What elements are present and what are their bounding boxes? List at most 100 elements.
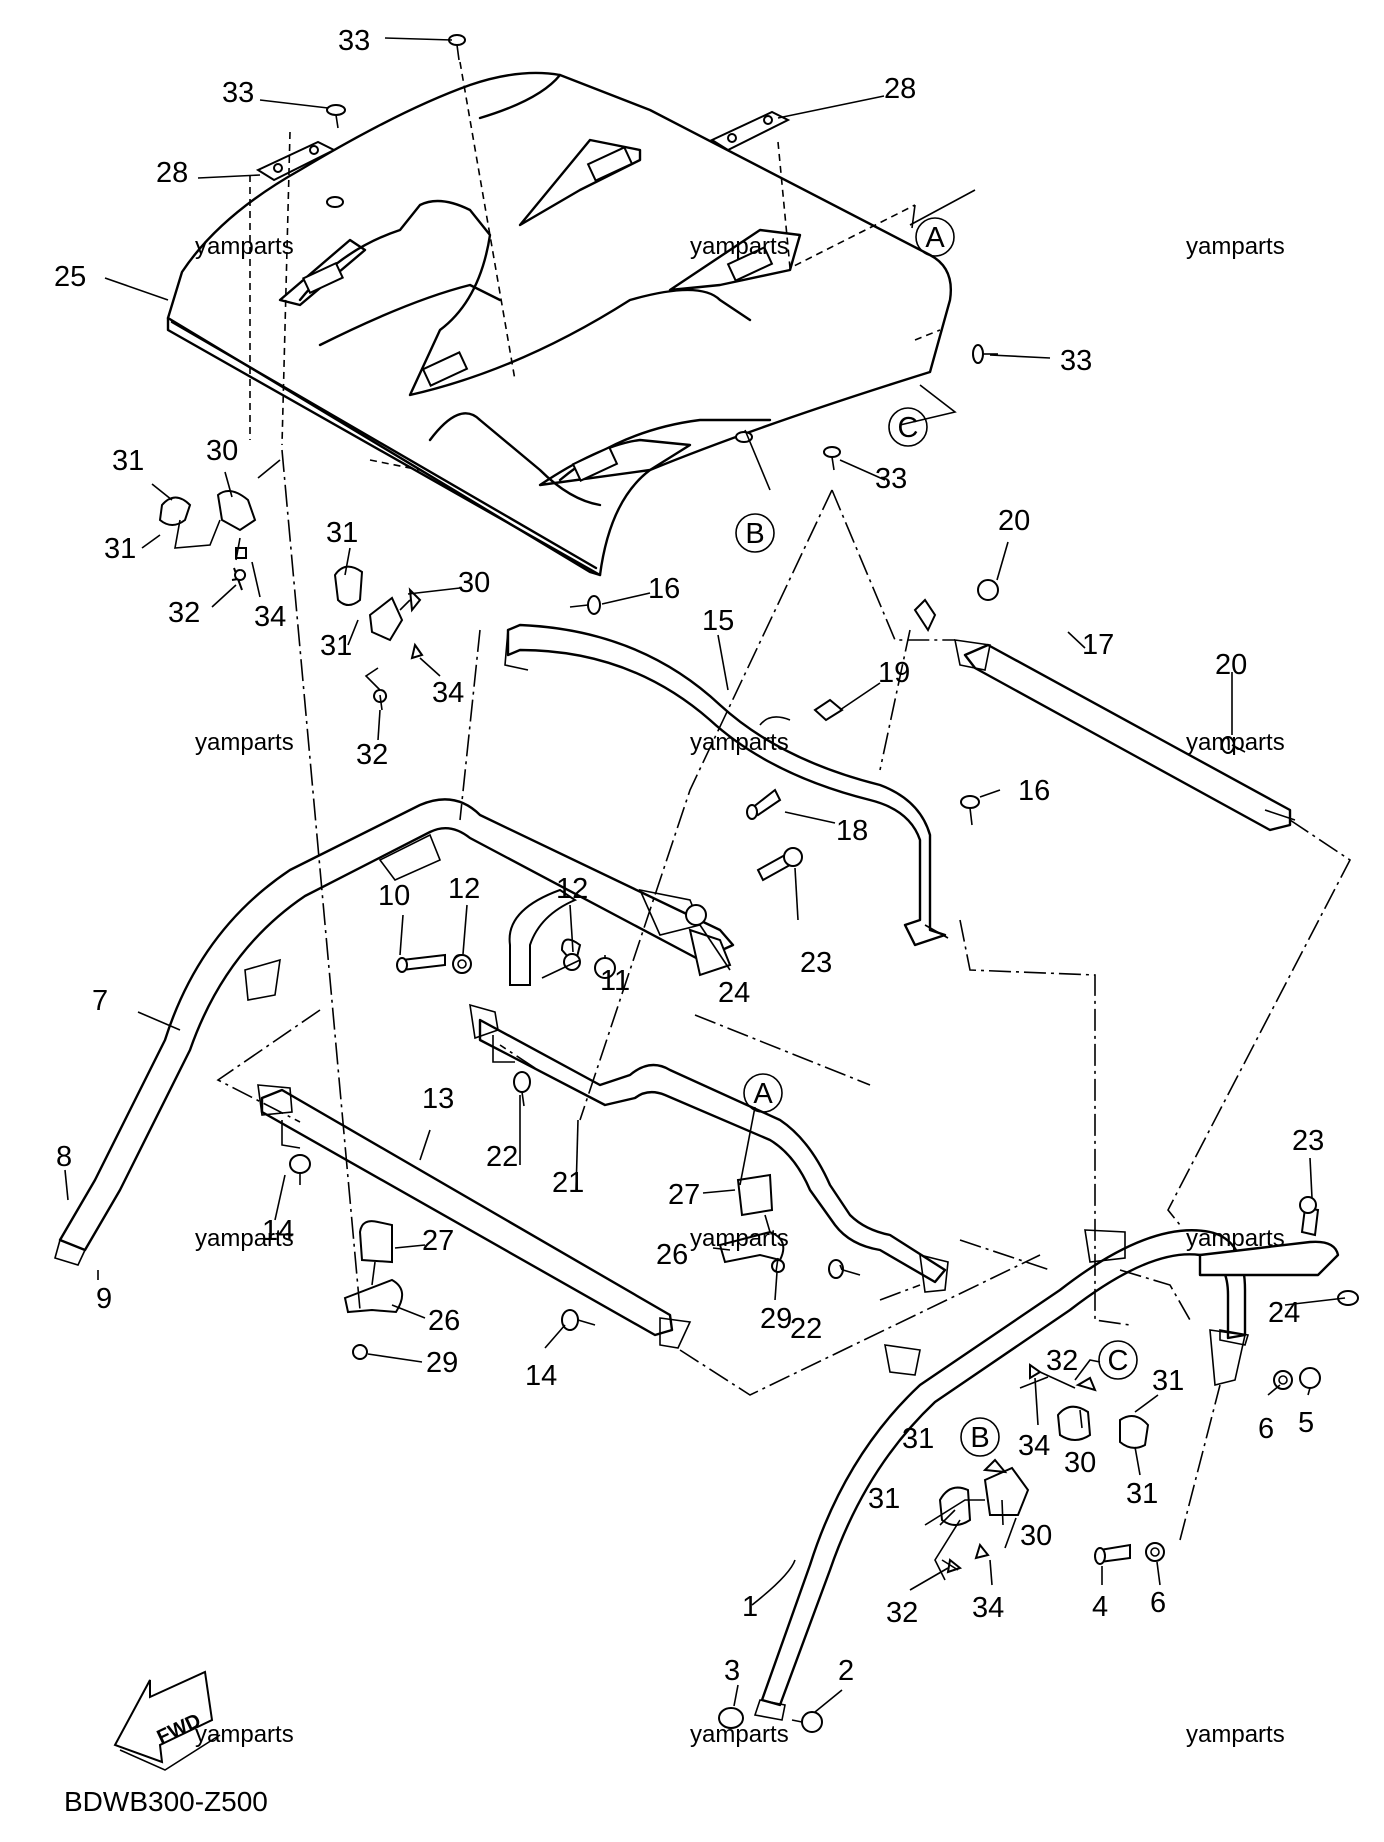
label-14-upper: 14 — [262, 1215, 294, 1247]
label-31-h: 31 — [868, 1483, 900, 1515]
bar-21 — [469, 1003, 949, 1293]
label-6-upper: 6 — [1258, 1413, 1274, 1445]
label-5: 5 — [1298, 1407, 1314, 1439]
bolt-23-lower — [1299, 1196, 1320, 1237]
bar-15 — [504, 623, 949, 947]
label-33-front: 33 — [875, 463, 907, 495]
bar-13 — [257, 1084, 692, 1349]
label-31-a: 31 — [112, 445, 144, 477]
label-29-left: 29 — [426, 1347, 458, 1379]
bolt-18 — [746, 788, 782, 820]
label-7: 7 — [92, 985, 108, 1017]
collar-3 — [718, 1707, 744, 1729]
screw-right-side — [972, 344, 998, 364]
svg-text:yamparts: yamparts — [195, 1225, 294, 1252]
rivet-20-right — [1221, 736, 1246, 754]
rubber-plate-left — [255, 140, 337, 182]
bolt-16-upper — [569, 595, 601, 615]
label-31-d: 31 — [320, 630, 352, 662]
label-12-b: 12 — [556, 873, 588, 905]
roof-panel — [166, 71, 952, 577]
label-31-g: 31 — [902, 1423, 934, 1455]
leader-lines — [64, 37, 1346, 1713]
fwd-arrow-icon: FWD — [113, 1670, 221, 1771]
label-33-top: 33 — [338, 25, 370, 57]
svg-text:A: A — [925, 222, 945, 254]
label-3: 3 — [724, 1655, 740, 1687]
svg-text:yamparts: yamparts — [690, 1721, 789, 1748]
label-29-right: 29 — [760, 1303, 792, 1335]
svg-text:yamparts: yamparts — [1186, 729, 1285, 756]
bolt-14-upper — [289, 1154, 311, 1185]
label-30-d: 30 — [1020, 1520, 1052, 1552]
callout-b-upper: B — [735, 513, 775, 553]
svg-text:C: C — [1108, 1345, 1129, 1377]
rubber-plate-right — [709, 110, 791, 152]
svg-text:yamparts: yamparts — [1186, 233, 1285, 260]
label-1: 1 — [742, 1591, 758, 1623]
label-8: 8 — [56, 1141, 72, 1173]
callout-a-upper: A — [915, 217, 955, 257]
callout-c-upper: C — [888, 407, 928, 447]
bolt-2 — [791, 1711, 823, 1733]
label-16-upper: 16 — [648, 573, 680, 605]
label-11: 11 — [600, 965, 630, 997]
label-25: 25 — [54, 261, 86, 293]
label-18: 18 — [836, 815, 868, 847]
bolt-10 — [396, 953, 446, 973]
clamp-group-left-rear — [158, 459, 281, 591]
svg-text:yamparts: yamparts — [690, 233, 789, 260]
label-32-d: 32 — [886, 1597, 918, 1629]
label-27-right: 27 — [668, 1179, 700, 1211]
label-26-left: 26 — [428, 1305, 460, 1337]
svg-text:yamparts: yamparts — [195, 233, 294, 260]
diagram-code: BDWB300-Z500 — [64, 1786, 268, 1817]
label-28-left: 28 — [156, 157, 188, 189]
label-16-right: 16 — [1018, 775, 1050, 807]
label-31-e: 31 — [1152, 1365, 1184, 1397]
bar-17 — [913, 598, 1296, 832]
bracket-center — [453, 888, 616, 986]
bar-1 — [753, 1229, 1340, 1721]
clamp-27-26-right — [718, 1173, 785, 1273]
label-32-c: 32 — [1046, 1345, 1078, 1377]
svg-text:B: B — [745, 518, 764, 550]
clamp-group-right-c — [1029, 1359, 1150, 1449]
bolt-22-upper — [513, 1071, 531, 1107]
label-32-b: 32 — [356, 739, 388, 771]
bolt-14-lower — [561, 1309, 596, 1331]
washer-6-upper — [1273, 1370, 1293, 1390]
rivet-20-upper — [977, 579, 999, 601]
label-31-f: 31 — [1126, 1478, 1158, 1510]
clamp-group-left-front — [333, 565, 424, 711]
label-24-upper: 24 — [718, 977, 750, 1009]
svg-text:B: B — [970, 1422, 989, 1454]
screw-top — [448, 34, 466, 61]
washer-24-lower — [1337, 1290, 1359, 1306]
label-23-upper: 23 — [800, 947, 832, 979]
label-33-right: 33 — [1060, 345, 1092, 377]
svg-text:yamparts: yamparts — [1186, 1721, 1285, 1748]
watermarks: yamparts yamparts yamparts yamparts yamp… — [195, 233, 1285, 1748]
callout-b-lower: B — [960, 1417, 1000, 1457]
svg-text:yamparts: yamparts — [690, 1225, 789, 1252]
screw-upper-left — [326, 104, 346, 129]
bracket-19 — [813, 698, 844, 722]
label-20-right: 20 — [1215, 649, 1247, 681]
bolt-4 — [1094, 1543, 1131, 1565]
label-27-left: 27 — [422, 1225, 454, 1257]
label-10: 10 — [378, 880, 410, 912]
label-31-b: 31 — [104, 533, 136, 565]
label-15: 15 — [702, 605, 734, 637]
label-34-a: 34 — [254, 601, 286, 633]
label-9: 9 — [96, 1283, 112, 1315]
bolt-16-right — [960, 795, 980, 826]
label-26-right: 26 — [656, 1239, 688, 1271]
svg-text:yamparts: yamparts — [195, 729, 294, 756]
washer-12-left — [452, 954, 472, 974]
callout-a-lower: A — [743, 1073, 783, 1113]
label-31-c: 31 — [326, 517, 358, 549]
svg-text:yamparts: yamparts — [690, 729, 789, 756]
label-33-left: 33 — [222, 77, 254, 109]
